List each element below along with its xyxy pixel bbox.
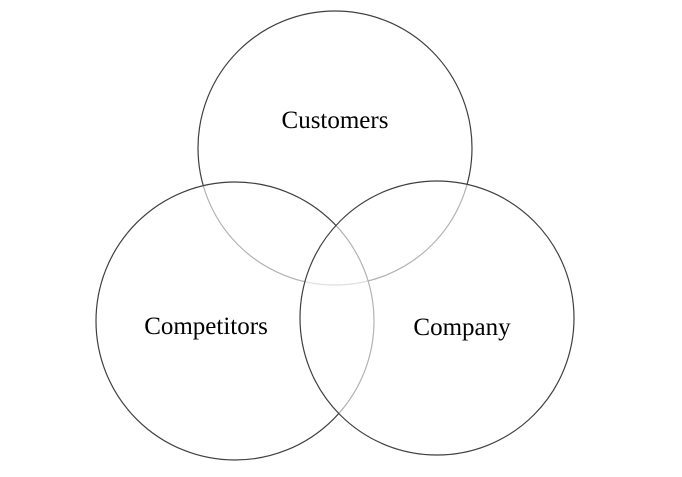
company-circle (299, 180, 575, 456)
competitors-label: Competitors (144, 313, 268, 340)
company-label: Company (413, 314, 511, 341)
customers-label: Customers (282, 107, 389, 134)
